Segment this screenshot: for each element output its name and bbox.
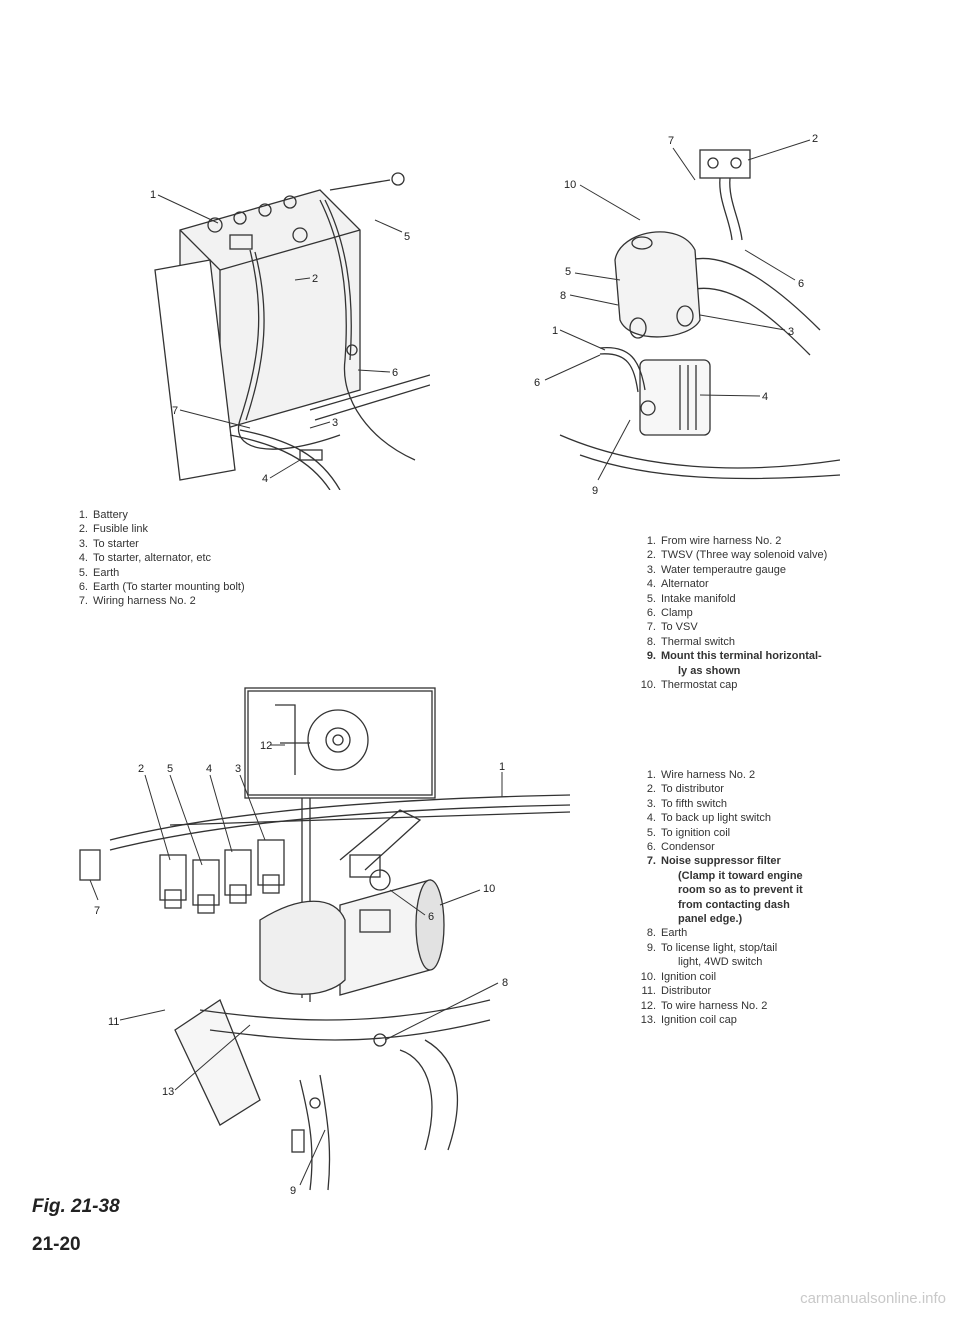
legend-item: 7.To VSV: [646, 621, 698, 634]
legend-item: 10.Ignition coil: [640, 970, 717, 983]
ign-callout-11: 11: [108, 1016, 119, 1028]
thermostat-diagram: 7 10 2 5 6 8 3 1 6 4 9: [520, 130, 840, 510]
legend-item: 6.Clamp: [646, 607, 693, 620]
legend-item: 3.To starter: [78, 537, 139, 550]
legend-item: 5.Earth: [78, 566, 120, 579]
legend-item: 1.From wire harness No. 2: [646, 535, 782, 547]
legend-item: 9.To license light, stop/tail: [646, 941, 778, 954]
page-number: 21-20: [32, 1234, 81, 1255]
ign-callout-1: 1: [499, 761, 505, 773]
ign-callout-9: 9: [290, 1185, 296, 1197]
legend-item: 2.TWSV (Three way solenoid valve): [646, 549, 828, 562]
legend-item: 11.Distributor: [641, 985, 712, 998]
legend-item: 6.Earth (To starter mounting bolt): [78, 581, 245, 594]
legend-item-continuation: ly as shown: [678, 664, 741, 677]
thermo-callout-4: 4: [762, 391, 768, 403]
ignition-diagram: 12 2 5 4 3 1 7 6 10 11 13 8 9: [70, 680, 610, 1200]
legend-item: 12.To wire harness No. 2: [640, 999, 768, 1012]
ign-callout-7: 7: [94, 905, 100, 917]
thermo-callout-7: 7: [668, 135, 674, 147]
legend-item: 4.To starter, alternator, etc: [78, 552, 212, 565]
thermo-callout-6: 6: [798, 278, 804, 290]
battery-illustration: 1 2 3 4 5 6 7: [150, 172, 430, 490]
battery-callout-7: 7: [172, 405, 178, 417]
battery-callout-3: 3: [332, 417, 338, 429]
thermo-callout-2: 2: [812, 133, 818, 145]
figure-caption: Fig. 21-38: [32, 1196, 120, 1217]
legend-item: 8.Earth: [646, 927, 688, 940]
legend-item-continuation: from contacting dash: [678, 898, 790, 911]
battery-callout-1: 1: [150, 189, 156, 201]
battery-legend: 1.Battery 2.Fusible link 3.To starter 4.…: [68, 508, 245, 609]
ign-callout-6: 6: [428, 911, 434, 923]
thermostat-illustration: 7 10 2 5 6 8 3 1 6 4 9: [534, 133, 840, 497]
ign-callout-10: 10: [483, 883, 495, 895]
ign-callout-4: 4: [206, 763, 212, 775]
legend-item: 4.Alternator: [646, 578, 709, 591]
thermo-callout-1: 1: [552, 325, 558, 337]
thermo-callout-9: 9: [592, 485, 598, 497]
legend-item: 7.Noise suppressor filter: [646, 855, 781, 868]
thermo-callout-6b: 6: [534, 377, 540, 389]
ign-callout-3: 3: [235, 763, 241, 775]
legend-item: 7.Wiring harness No. 2: [78, 595, 196, 608]
thermo-callout-8: 8: [560, 290, 566, 302]
ignition-legend: 1.Wire harness No. 2 2.To distributor 3.…: [636, 768, 803, 1027]
thermo-callout-10: 10: [564, 179, 576, 191]
legend-item-continuation: panel edge.): [678, 913, 743, 926]
ign-callout-12: 12: [260, 740, 272, 752]
ign-callout-8: 8: [502, 977, 508, 989]
legend-item: 9.Mount this terminal horizontal-: [646, 650, 822, 663]
legend-item: 3.To fifth switch: [646, 797, 728, 810]
ign-callout-2: 2: [138, 763, 144, 775]
legend-item-continuation: light, 4WD switch: [678, 956, 763, 969]
legend-item: 13.Ignition coil cap: [640, 1013, 737, 1026]
legend-item: 1.Battery: [78, 509, 128, 521]
battery-callout-4: 4: [262, 473, 268, 485]
legend-item: 8.Thermal switch: [646, 635, 735, 648]
legend-item: 2.Fusible link: [78, 523, 149, 536]
legend-item: 3.Water temperautre gauge: [646, 563, 786, 576]
legend-item: 4.To back up light switch: [646, 812, 772, 825]
legend-item: 5.To ignition coil: [646, 826, 731, 839]
ignition-illustration: 12 2 5 4 3 1 7 6 10 11 13 8 9: [79, 687, 571, 1197]
battery-callout-6: 6: [392, 367, 398, 379]
watermark: carmanualsonline.info: [800, 1290, 946, 1307]
legend-item: 10.Thermostat cap: [640, 679, 738, 692]
thermo-callout-5: 5: [565, 266, 571, 278]
legend-item: 6.Condensor: [646, 841, 715, 854]
ign-callout-5: 5: [167, 763, 173, 775]
battery-diagram: 1 2 3 4 5 6 7: [140, 160, 430, 490]
battery-callout-2: 2: [312, 273, 318, 285]
legend-item: 2.To distributor: [646, 783, 724, 796]
legend-item-continuation: room so as to prevent it: [678, 884, 803, 897]
legend-item-continuation: (Clamp it toward engine: [678, 869, 803, 882]
legend-item: 1.Wire harness No. 2: [646, 769, 756, 781]
thermo-callout-3: 3: [788, 326, 794, 338]
ign-callout-13: 13: [162, 1086, 174, 1098]
legend-item: 5.Intake manifold: [646, 592, 736, 605]
thermostat-legend: 1.From wire harness No. 2 2.TWSV (Three …: [636, 534, 828, 692]
battery-callout-5: 5: [404, 231, 410, 243]
